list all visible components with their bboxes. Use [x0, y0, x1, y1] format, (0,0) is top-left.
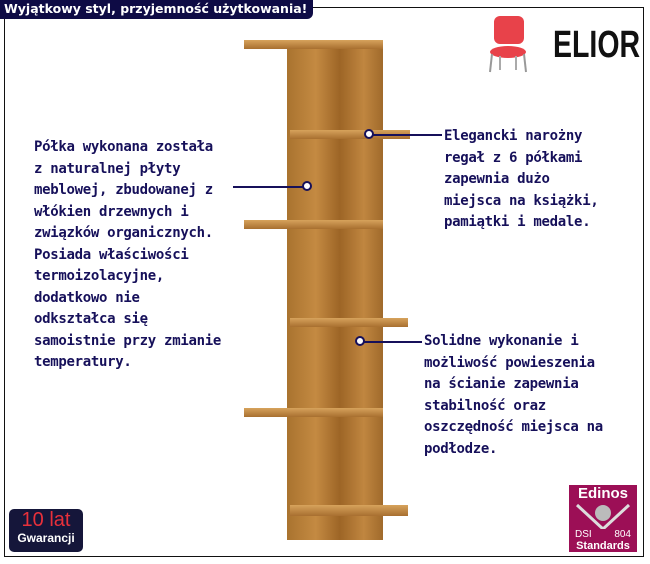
callout-dot — [355, 336, 365, 346]
edinos-v-icon — [575, 503, 631, 529]
callout-line — [364, 341, 422, 343]
warranty-badge: 10 lat Gwarancji — [9, 509, 83, 552]
chair-icon — [489, 16, 527, 73]
callout-dot — [364, 129, 374, 139]
frame — [4, 7, 644, 557]
callout-line — [372, 134, 442, 136]
callout-dot — [302, 181, 312, 191]
header-title: Wyjątkowy styl, przyjemność użytkowania! — [0, 0, 314, 19]
callout-line — [233, 186, 305, 188]
brand-name: ELIOR — [553, 24, 641, 66]
